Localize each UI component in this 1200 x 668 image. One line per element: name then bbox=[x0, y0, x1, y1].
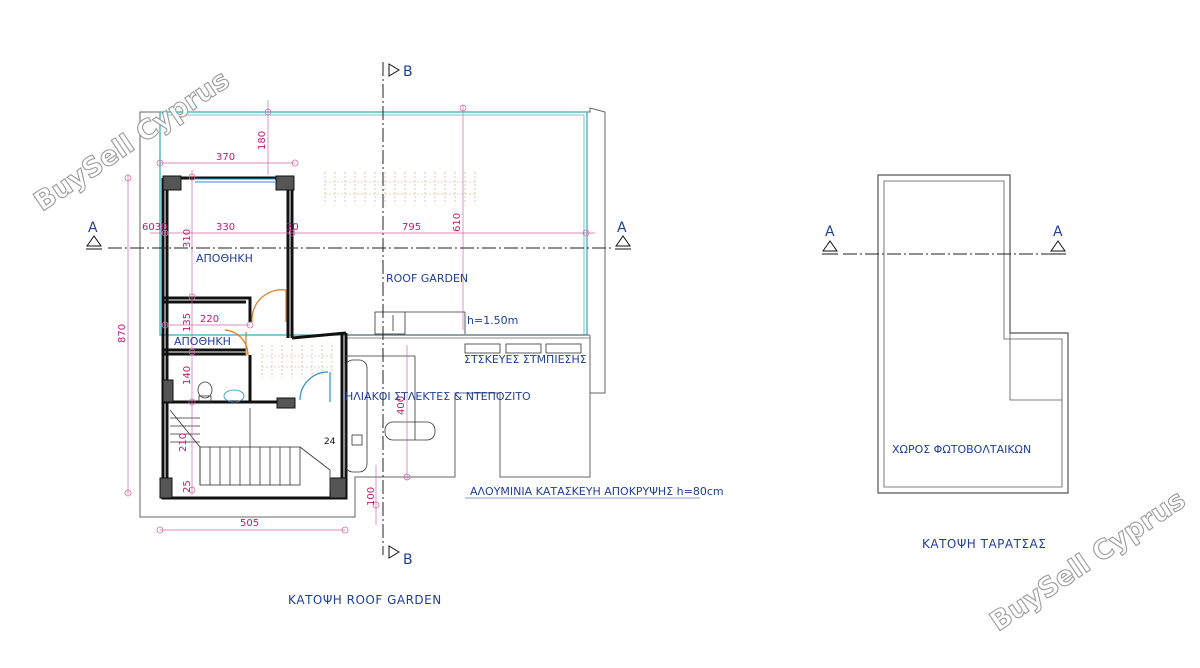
room-label-storage-1: ΑΠΟΘΗΚΗ bbox=[196, 252, 253, 265]
section-label-a-right: A bbox=[617, 220, 627, 236]
height-note: h=1.50m bbox=[467, 314, 518, 327]
section-label-b-bottom: B bbox=[403, 552, 413, 568]
solar-note: ΗΛΙΑΚΟΙ ΣΤΛΕΚΤΕΣ & ΝΤΕΠΟΖΙΤΟ bbox=[345, 390, 531, 403]
solar-panel-grid bbox=[261, 172, 476, 378]
aluminium-note: ΑΛΟΥΜΙΝΙΑ ΚΑΤΑΣΚΕΥΗ ΑΠΟΚΡΥΨΗΣ h=80cm bbox=[470, 485, 724, 498]
section-marker-a-right bbox=[615, 235, 631, 247]
pump-note: ΣΤΣΚΕΥΕΣ ΣΤΜΠΙΕΣΗΣ bbox=[464, 353, 587, 366]
dim-180: 180 bbox=[257, 131, 268, 150]
dim-870: 870 bbox=[117, 324, 128, 343]
terrace-plan: A A ΧΩΡΟΣ ΦΩΤΟΒΟΛΤΑΙΚΩΝ ΚΑΤΟΨΗ ΤΑΡΑΤΣΑΣ bbox=[822, 174, 1069, 551]
dim-6030: 6030 bbox=[142, 222, 167, 233]
terrace-section-label-a-left: A bbox=[825, 224, 835, 240]
dim-330: 330 bbox=[216, 222, 235, 233]
terrace-outline bbox=[877, 174, 1069, 494]
title-roof-garden-plan: ΚΑΤΟΨΗ ROOF GARDEN bbox=[288, 593, 442, 607]
dim-610: 610 bbox=[452, 213, 463, 232]
dim-135: 135 bbox=[182, 313, 193, 332]
room-label-roof-garden: ROOF GARDEN bbox=[386, 272, 468, 285]
dimension-ticks bbox=[124, 104, 590, 534]
section-label-a-left: A bbox=[88, 220, 98, 236]
watermark-top-left: BuySell Cyprus bbox=[29, 64, 236, 217]
watermark-bottom-right: BuySell Cyprus bbox=[985, 484, 1192, 637]
dim-30: 30 bbox=[286, 222, 299, 233]
dim-310: 310 bbox=[182, 229, 193, 248]
terrace-section-label-a-right: A bbox=[1053, 224, 1063, 240]
dim-795: 795 bbox=[402, 222, 421, 233]
title-terrace-plan: ΚΑΤΟΨΗ ΤΑΡΑΤΣΑΣ bbox=[922, 537, 1046, 551]
section-marker-b-bottom bbox=[388, 545, 400, 559]
dim-400: 400 bbox=[396, 396, 407, 415]
dim-25: 25 bbox=[182, 480, 193, 493]
section-marker-b-top bbox=[388, 63, 400, 77]
roof-garden-plan: A A B B ΑΠΟΘΗΚΗ ΑΠΟΘΗΚΗ ROOF GARDEN h=1.… bbox=[86, 62, 724, 607]
wc-fixtures bbox=[197, 381, 245, 403]
outer-outline bbox=[139, 107, 606, 518]
dimension-lines bbox=[127, 100, 595, 531]
room-label-storage-2: ΑΠΟΘΗΚΗ bbox=[174, 335, 231, 348]
dim-210: 210 bbox=[178, 433, 189, 452]
walls bbox=[161, 176, 348, 500]
dim-370: 370 bbox=[216, 152, 235, 163]
pv-area-label: ΧΩΡΟΣ ΦΩΤΟΒΟΛΤΑΙΚΩΝ bbox=[892, 443, 1031, 456]
dim-220: 220 bbox=[200, 314, 219, 325]
dim-100: 100 bbox=[366, 487, 377, 506]
pump-units bbox=[464, 343, 582, 354]
section-label-b-top: B bbox=[403, 64, 413, 80]
dim-505: 505 bbox=[240, 518, 259, 529]
doors bbox=[224, 289, 331, 402]
section-marker-a-left bbox=[86, 235, 102, 247]
dim-24: 24 bbox=[324, 437, 336, 447]
staircase bbox=[169, 408, 331, 490]
columns bbox=[159, 175, 347, 499]
dim-140: 140 bbox=[182, 366, 193, 385]
solar-heaters bbox=[344, 311, 466, 473]
